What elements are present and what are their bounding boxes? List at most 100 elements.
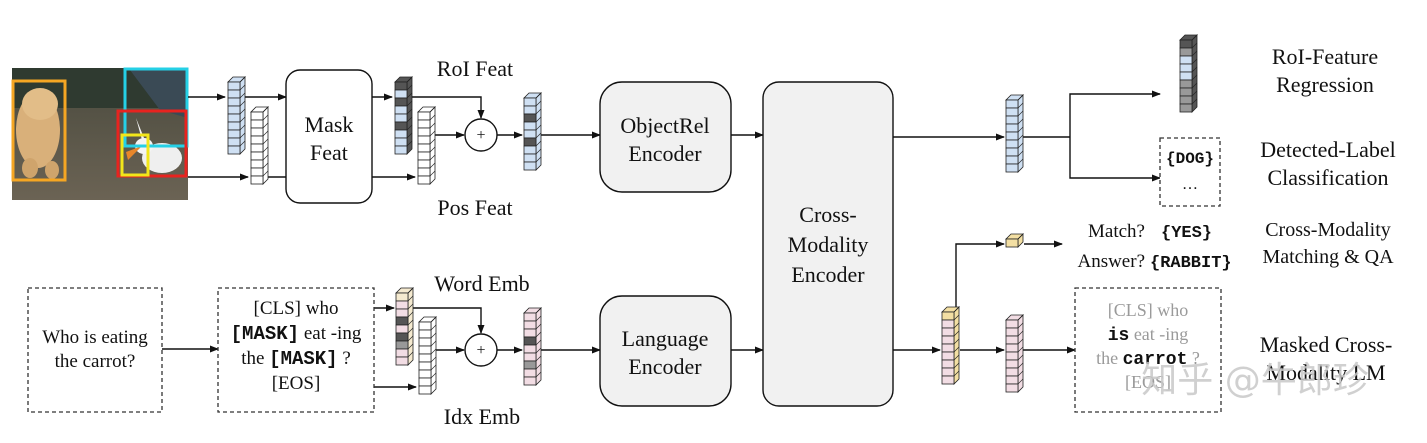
stack-cell — [1179, 55, 1193, 65]
token-box: [CLS] who [MASK] eat -ing the [MASK] ? [… — [217, 287, 375, 413]
connectors — [162, 90, 1161, 391]
task-roi-line1: RoI-Feature — [1272, 44, 1378, 69]
stack-cell — [394, 89, 408, 99]
stack-cell — [523, 121, 537, 131]
stack-cell — [1179, 63, 1193, 73]
task-labels: RoI-Feature Regression Detected-Label Cl… — [1260, 44, 1396, 385]
carrot-bbox — [120, 133, 150, 177]
word-emb-label: Word Emb — [434, 271, 529, 296]
stack-cell — [523, 145, 537, 155]
stack-cell — [417, 111, 431, 121]
stack-cell — [395, 348, 409, 358]
stack-cell-edge — [407, 295, 414, 302]
stack-cell — [395, 316, 409, 326]
stack-cell — [227, 137, 241, 147]
stack-cell — [1005, 335, 1019, 345]
stack-cell-edge — [239, 100, 246, 107]
stack-cell-edge — [1017, 110, 1024, 117]
stack-cell-edge — [406, 108, 413, 115]
token-line4: [EOS] — [272, 373, 321, 394]
stack-cell — [1005, 163, 1019, 173]
stack-cell — [227, 81, 241, 91]
stack-cell — [1179, 103, 1193, 113]
stack-cell — [417, 143, 431, 153]
pos-feat-stack — [417, 106, 436, 185]
cross-modality-encoder: Cross- Modality Encoder — [762, 81, 894, 407]
stack-cell — [250, 119, 264, 129]
stack-cell-edge — [430, 380, 437, 387]
stack-cell — [418, 377, 432, 387]
stack-cell-edge — [1017, 142, 1024, 149]
stack-cell-edge — [535, 331, 542, 338]
stack-cell-edge — [535, 124, 542, 131]
stack-cell — [250, 127, 264, 137]
stack-cell — [523, 352, 537, 362]
stack-cell — [1005, 107, 1019, 117]
stack-cell-edge — [1017, 118, 1024, 125]
token-line2: [MASK] eat -ing — [231, 323, 362, 345]
question-line2: the carrot? — [55, 351, 136, 372]
task-detected-line1: Detected-Label — [1260, 137, 1396, 162]
stack-cell-edge — [1017, 158, 1024, 165]
object-rel-encoder: ObjectRel Encoder — [599, 81, 732, 193]
stack-side-face — [1017, 94, 1024, 173]
stack-cell — [417, 167, 431, 177]
stack-cell — [1005, 319, 1019, 329]
stack-cell — [523, 312, 537, 322]
stack-cell — [395, 324, 409, 334]
stack-cell-edge — [407, 343, 414, 350]
stack-cell-edge — [535, 355, 542, 362]
stack-cell — [250, 159, 264, 169]
plus-node-visual: + — [464, 118, 498, 152]
input-image — [11, 67, 189, 200]
stack-cell-edge — [1017, 150, 1024, 157]
stack-cell-edge — [1017, 346, 1024, 353]
stack-side-face — [1191, 34, 1198, 113]
stack-cell-edge — [1017, 330, 1024, 337]
stack-cell — [1005, 155, 1019, 165]
stack-side-face — [429, 106, 436, 185]
word-emb-stack — [395, 287, 414, 366]
stack-cell-edge — [1191, 50, 1198, 57]
stack-side-face — [535, 307, 542, 386]
stack-cell-edge — [535, 108, 542, 115]
plus-node-language: + — [464, 333, 498, 367]
stack-cell-edge — [953, 330, 960, 337]
stack-cell — [1005, 147, 1019, 157]
stack-cell-edge — [535, 339, 542, 346]
stack-cell-edge — [953, 354, 960, 361]
stack-cell-edge — [429, 122, 436, 129]
stack-cell-edge — [262, 154, 269, 161]
roi-regression-output — [1179, 34, 1198, 113]
stack-cell-edge — [430, 324, 437, 331]
stack-cell — [227, 121, 241, 131]
stack-cell — [395, 332, 409, 342]
stack-cell-edge — [535, 347, 542, 354]
stack-cell — [1005, 383, 1019, 393]
stack-cell-edge — [430, 332, 437, 339]
mask-feat-box: Mask Feat — [285, 69, 373, 204]
stack-cell — [523, 360, 537, 370]
stack-cell-edge — [1017, 94, 1024, 101]
stack-cell — [523, 376, 537, 386]
stack-cell — [227, 97, 241, 107]
stack-cell-edge — [429, 154, 436, 161]
stack-cell — [1005, 123, 1019, 133]
feature-stacks — [227, 34, 1198, 395]
stack-side-face — [406, 76, 413, 155]
match-answer: {YES} — [1161, 224, 1212, 243]
language-sum-stack — [523, 307, 542, 386]
stack-cell-edge — [953, 362, 960, 369]
stack-cell-edge — [953, 338, 960, 345]
stack-cell-edge — [535, 132, 542, 139]
watermark: 知乎 @牛郎珍 — [1141, 360, 1368, 401]
stack-cell — [941, 367, 955, 377]
stack-cell — [417, 135, 431, 145]
stack-cell — [1179, 71, 1193, 81]
answer-value: {RABBIT} — [1150, 254, 1232, 273]
stack-cell-edge — [1017, 102, 1024, 109]
stack-cell-edge — [535, 323, 542, 330]
stack-cell-edge — [953, 314, 960, 321]
stack-cell-edge — [407, 335, 414, 342]
